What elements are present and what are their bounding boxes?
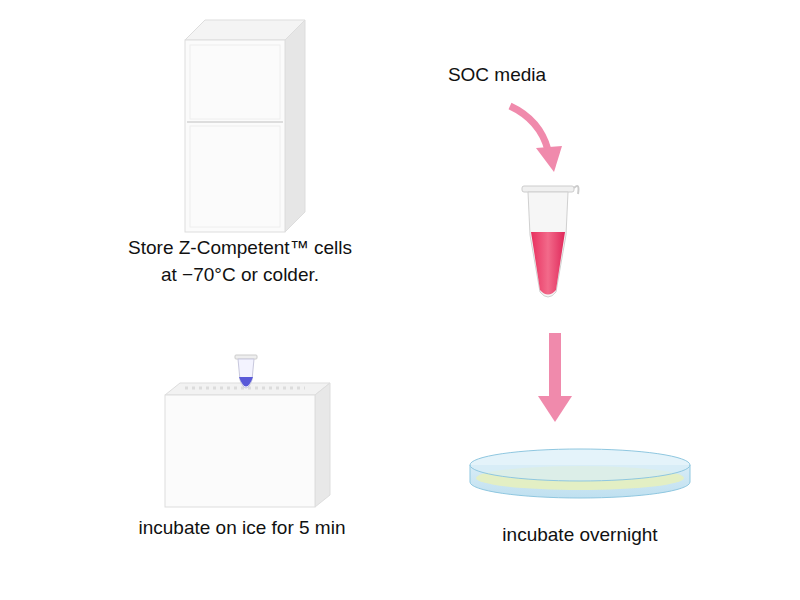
storage-caption: Store Z-Competent™ cells at −70°C or col…: [121, 234, 359, 288]
reagent-label: SOC media: [417, 61, 577, 88]
petri-dish: [470, 449, 690, 498]
tube: [522, 186, 579, 297]
down-arrow: [538, 333, 572, 422]
ice-box: [165, 355, 330, 507]
step-caption: incubate on ice for 5 min: [92, 514, 392, 541]
step-caption: incubate overnight: [450, 521, 710, 548]
curved-arrow: [510, 106, 562, 172]
freezer: [185, 20, 305, 232]
